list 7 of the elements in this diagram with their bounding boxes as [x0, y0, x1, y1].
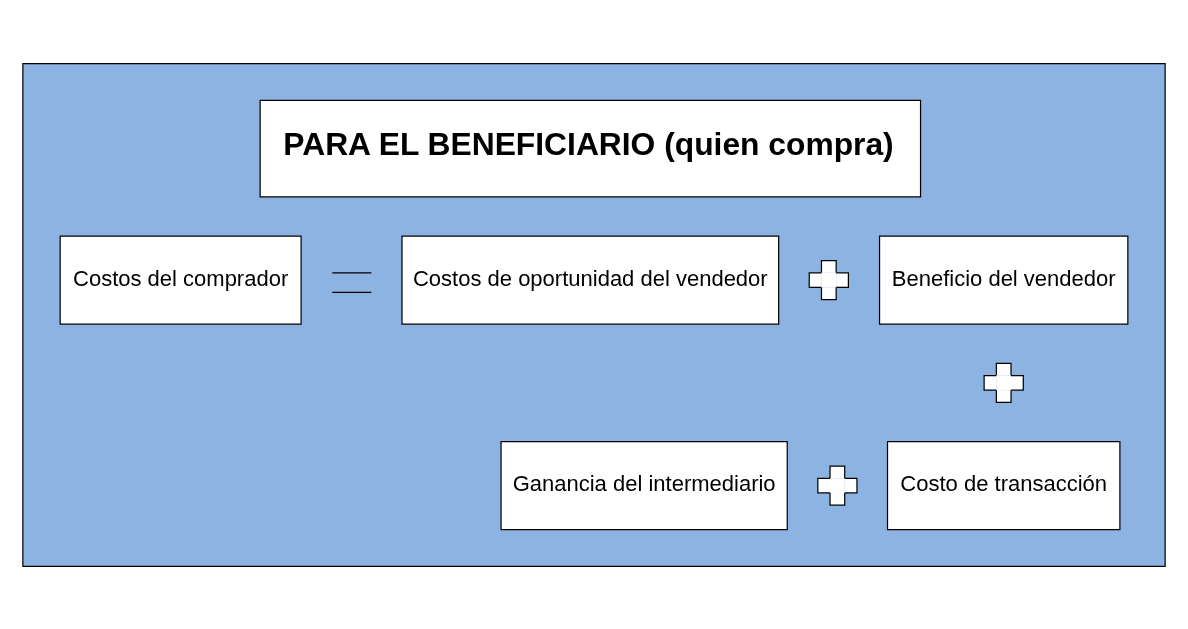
node-box: Costos del comprador [59, 235, 302, 325]
node-box: PARA EL BENEFICIARIO (quien compra) [259, 99, 922, 198]
node-box: Costo de transacción [886, 440, 1121, 530]
node-box: Beneficio del vendedor [878, 235, 1129, 325]
cluster [22, 62, 1166, 567]
node-box: Ganancia del intermediario [500, 440, 788, 530]
node-box: Costos de oportunidad del vendedor [401, 235, 780, 325]
